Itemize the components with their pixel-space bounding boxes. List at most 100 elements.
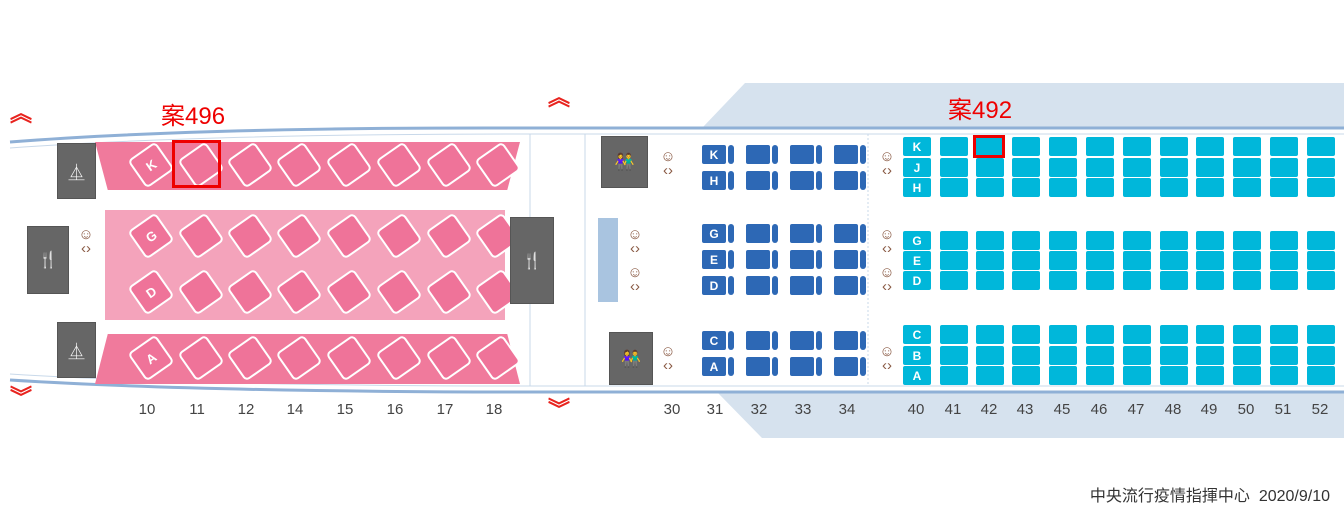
seat-52J[interactable] bbox=[1307, 158, 1335, 177]
seat-52C[interactable] bbox=[1307, 325, 1335, 344]
seat-49A[interactable] bbox=[1196, 366, 1224, 385]
seat-48D[interactable] bbox=[1160, 271, 1188, 290]
seat-50K[interactable] bbox=[1233, 137, 1261, 156]
seat-48K[interactable] bbox=[1160, 137, 1188, 156]
seat-47A[interactable] bbox=[1123, 366, 1151, 385]
seat-33C[interactable] bbox=[790, 331, 822, 350]
seat-34D[interactable] bbox=[834, 276, 866, 295]
seat-41C[interactable] bbox=[940, 325, 968, 344]
seat-52D[interactable] bbox=[1307, 271, 1335, 290]
seat-34C[interactable] bbox=[834, 331, 866, 350]
seat-50D[interactable] bbox=[1233, 271, 1261, 290]
seat-40E[interactable]: E bbox=[903, 251, 931, 270]
seat-31A[interactable]: A bbox=[702, 357, 734, 376]
seat-47E[interactable] bbox=[1123, 251, 1151, 270]
seat-32G[interactable] bbox=[746, 224, 778, 243]
seat-40A[interactable]: A bbox=[903, 366, 931, 385]
seat-45J[interactable] bbox=[1049, 158, 1077, 177]
seat-43K[interactable] bbox=[1012, 137, 1040, 156]
seat-49C[interactable] bbox=[1196, 325, 1224, 344]
seat-33G[interactable] bbox=[790, 224, 822, 243]
seat-45B[interactable] bbox=[1049, 346, 1077, 365]
seat-41G[interactable] bbox=[940, 231, 968, 250]
seat-49K[interactable] bbox=[1196, 137, 1224, 156]
seat-51E[interactable] bbox=[1270, 251, 1298, 270]
seat-40J[interactable]: J bbox=[903, 158, 931, 177]
seat-48H[interactable] bbox=[1160, 178, 1188, 197]
seat-45H[interactable] bbox=[1049, 178, 1077, 197]
seat-45D[interactable] bbox=[1049, 271, 1077, 290]
seat-48C[interactable] bbox=[1160, 325, 1188, 344]
seat-32A[interactable] bbox=[746, 357, 778, 376]
seat-31D[interactable]: D bbox=[702, 276, 734, 295]
seat-34H[interactable] bbox=[834, 171, 866, 190]
seat-52E[interactable] bbox=[1307, 251, 1335, 270]
seat-42H[interactable] bbox=[976, 178, 1004, 197]
seat-34K[interactable] bbox=[834, 145, 866, 164]
seat-33K[interactable] bbox=[790, 145, 822, 164]
seat-42C[interactable] bbox=[976, 325, 1004, 344]
seat-41D[interactable] bbox=[940, 271, 968, 290]
seat-41H[interactable] bbox=[940, 178, 968, 197]
seat-42K[interactable] bbox=[976, 137, 1004, 156]
seat-42D[interactable] bbox=[976, 271, 1004, 290]
seat-41J[interactable] bbox=[940, 158, 968, 177]
seat-46J[interactable] bbox=[1086, 158, 1114, 177]
seat-43H[interactable] bbox=[1012, 178, 1040, 197]
seat-42G[interactable] bbox=[976, 231, 1004, 250]
seat-52K[interactable] bbox=[1307, 137, 1335, 156]
seat-40D[interactable]: D bbox=[903, 271, 931, 290]
seat-42E[interactable] bbox=[976, 251, 1004, 270]
seat-46A[interactable] bbox=[1086, 366, 1114, 385]
seat-51D[interactable] bbox=[1270, 271, 1298, 290]
seat-42A[interactable] bbox=[976, 366, 1004, 385]
seat-32E[interactable] bbox=[746, 250, 778, 269]
seat-46H[interactable] bbox=[1086, 178, 1114, 197]
seat-43C[interactable] bbox=[1012, 325, 1040, 344]
seat-40K[interactable]: K bbox=[903, 137, 931, 156]
seat-41A[interactable] bbox=[940, 366, 968, 385]
seat-50J[interactable] bbox=[1233, 158, 1261, 177]
seat-31C[interactable]: C bbox=[702, 331, 734, 350]
seat-48E[interactable] bbox=[1160, 251, 1188, 270]
seat-51H[interactable] bbox=[1270, 178, 1298, 197]
seat-41K[interactable] bbox=[940, 137, 968, 156]
seat-31G[interactable]: G bbox=[702, 224, 734, 243]
seat-47C[interactable] bbox=[1123, 325, 1151, 344]
seat-49E[interactable] bbox=[1196, 251, 1224, 270]
seat-50E[interactable] bbox=[1233, 251, 1261, 270]
seat-40C[interactable]: C bbox=[903, 325, 931, 344]
seat-50C[interactable] bbox=[1233, 325, 1261, 344]
seat-50B[interactable] bbox=[1233, 346, 1261, 365]
seat-41E[interactable] bbox=[940, 251, 968, 270]
seat-51B[interactable] bbox=[1270, 346, 1298, 365]
seat-43A[interactable] bbox=[1012, 366, 1040, 385]
seat-52A[interactable] bbox=[1307, 366, 1335, 385]
seat-47D[interactable] bbox=[1123, 271, 1151, 290]
seat-52G[interactable] bbox=[1307, 231, 1335, 250]
seat-50G[interactable] bbox=[1233, 231, 1261, 250]
seat-31E[interactable]: E bbox=[702, 250, 734, 269]
seat-49H[interactable] bbox=[1196, 178, 1224, 197]
seat-40B[interactable]: B bbox=[903, 346, 931, 365]
seat-51G[interactable] bbox=[1270, 231, 1298, 250]
seat-52B[interactable] bbox=[1307, 346, 1335, 365]
seat-42J[interactable] bbox=[976, 158, 1004, 177]
seat-45A[interactable] bbox=[1049, 366, 1077, 385]
seat-50A[interactable] bbox=[1233, 366, 1261, 385]
seat-43J[interactable] bbox=[1012, 158, 1040, 177]
seat-46C[interactable] bbox=[1086, 325, 1114, 344]
seat-46D[interactable] bbox=[1086, 271, 1114, 290]
seat-46K[interactable] bbox=[1086, 137, 1114, 156]
seat-51K[interactable] bbox=[1270, 137, 1298, 156]
seat-47G[interactable] bbox=[1123, 231, 1151, 250]
seat-46B[interactable] bbox=[1086, 346, 1114, 365]
seat-32D[interactable] bbox=[746, 276, 778, 295]
seat-34E[interactable] bbox=[834, 250, 866, 269]
seat-41B[interactable] bbox=[940, 346, 968, 365]
seat-32C[interactable] bbox=[746, 331, 778, 350]
seat-40G[interactable]: G bbox=[903, 231, 931, 250]
seat-45G[interactable] bbox=[1049, 231, 1077, 250]
seat-51J[interactable] bbox=[1270, 158, 1298, 177]
seat-50H[interactable] bbox=[1233, 178, 1261, 197]
